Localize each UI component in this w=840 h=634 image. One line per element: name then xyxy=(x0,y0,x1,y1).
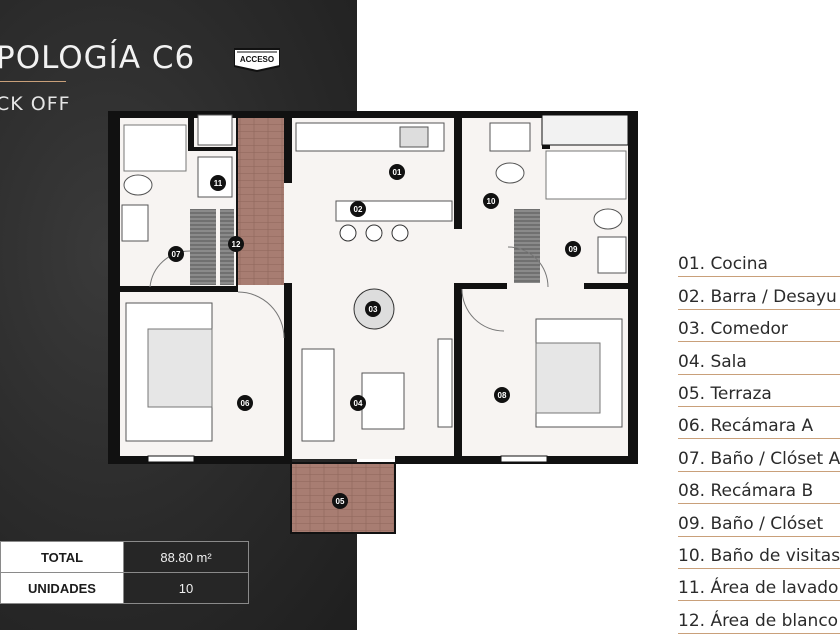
room-marker: 10 xyxy=(487,197,496,206)
legend-label: 12. Área de blanco xyxy=(678,610,839,631)
legend-label: 10. Baño de visitas xyxy=(678,545,840,566)
room-marker: 06 xyxy=(241,399,250,408)
closet-a xyxy=(190,209,216,285)
legend-item: 02. Barra / Desayu xyxy=(678,277,840,310)
linen-area-floor xyxy=(236,117,284,285)
stats-table: TOTAL 88.80 m² UNIDADES 10 xyxy=(0,541,249,604)
room-marker: 09 xyxy=(569,245,578,254)
legend-label: 09. Baño / Clóset xyxy=(678,513,824,534)
legend-label: 08. Recámara B xyxy=(678,481,814,502)
room-marker: 04 xyxy=(354,399,363,408)
stats-value: 88.80 m² xyxy=(123,541,249,573)
shower-a xyxy=(123,124,187,172)
room-marker: 01 xyxy=(393,168,402,177)
legend-label: 07. Baño / Clóset A xyxy=(678,448,840,469)
legend-label: 06. Recámara A xyxy=(678,416,814,437)
sofa xyxy=(301,348,335,442)
tv-unit xyxy=(437,338,453,428)
legend-item: 09. Baño / Clóset xyxy=(678,504,840,537)
entrance-badge-label: ACCESO xyxy=(239,55,275,64)
legend-item: 06. Recámara A xyxy=(678,407,840,440)
legend-label: 04. Sala xyxy=(678,351,747,372)
legend-item: 08. Recámara B xyxy=(678,472,840,505)
bar-stools xyxy=(339,224,409,242)
room-markers: 01 02 03 04 05 06 07 08 09 10 11 12 xyxy=(168,164,581,509)
windows xyxy=(147,114,629,463)
stats-row-units: UNIDADES 10 xyxy=(0,572,249,604)
legend-label: 01. Cocina xyxy=(678,254,768,275)
legend-label: 05. Terraza xyxy=(678,383,772,404)
title-underline xyxy=(0,81,66,82)
sink-guest xyxy=(489,122,531,152)
room-marker: 07 xyxy=(172,250,181,259)
terrace-rail xyxy=(290,462,396,534)
sink-a xyxy=(121,204,149,242)
page-title: POLOGÍA C6 xyxy=(0,40,196,76)
kitchen-sink xyxy=(399,126,429,148)
linen-closet xyxy=(220,209,234,285)
stats-value: 10 xyxy=(123,572,249,604)
legend-item: 03. Comedor xyxy=(678,310,840,343)
room-marker: 05 xyxy=(336,497,345,506)
stats-label: UNIDADES xyxy=(0,572,124,604)
room-marker: 12 xyxy=(232,240,241,249)
laundry-sink xyxy=(197,114,233,146)
entrance-badge: ACCESO xyxy=(233,46,281,73)
toilet-b xyxy=(593,208,623,230)
coffee-table xyxy=(361,372,405,430)
room-marker: 03 xyxy=(369,305,378,314)
legend-item: 07. Baño / Clóset A xyxy=(678,439,840,472)
sink-b xyxy=(597,236,627,274)
legend-item: 01. Cocina xyxy=(678,245,840,278)
legend-label: 11. Área de lavado xyxy=(678,578,839,599)
closet-b xyxy=(514,209,540,283)
shower-b xyxy=(545,150,627,200)
page-subtitle: CK OFF xyxy=(0,93,71,115)
toilet-a xyxy=(123,174,153,196)
toilet-guest xyxy=(495,162,525,184)
legend-item: 12. Área de blanco xyxy=(678,601,840,634)
room-marker: 02 xyxy=(354,205,363,214)
floor-plan: 01 02 03 04 05 06 07 08 09 10 11 12 xyxy=(108,111,638,534)
stats-label: TOTAL xyxy=(0,541,124,573)
bed-b-cover xyxy=(535,342,601,414)
entrance-arrow-icon xyxy=(233,48,281,73)
legend-item: 10. Baño de visitas xyxy=(678,537,840,569)
legend-item: 11. Área de lavado xyxy=(678,569,840,602)
room-marker: 08 xyxy=(498,391,507,400)
legend-item: 04. Sala xyxy=(678,342,840,375)
legend-item: 05. Terraza xyxy=(678,375,840,407)
room-marker: 11 xyxy=(214,179,223,188)
bed-a-cover xyxy=(147,328,213,408)
stats-row-total: TOTAL 88.80 m² xyxy=(0,541,249,573)
legend-label: 02. Barra / Desayu xyxy=(678,286,837,307)
legend-label: 03. Comedor xyxy=(678,319,788,340)
room-legend: 01. Cocina 02. Barra / Desayu 03. Comedo… xyxy=(678,245,840,634)
